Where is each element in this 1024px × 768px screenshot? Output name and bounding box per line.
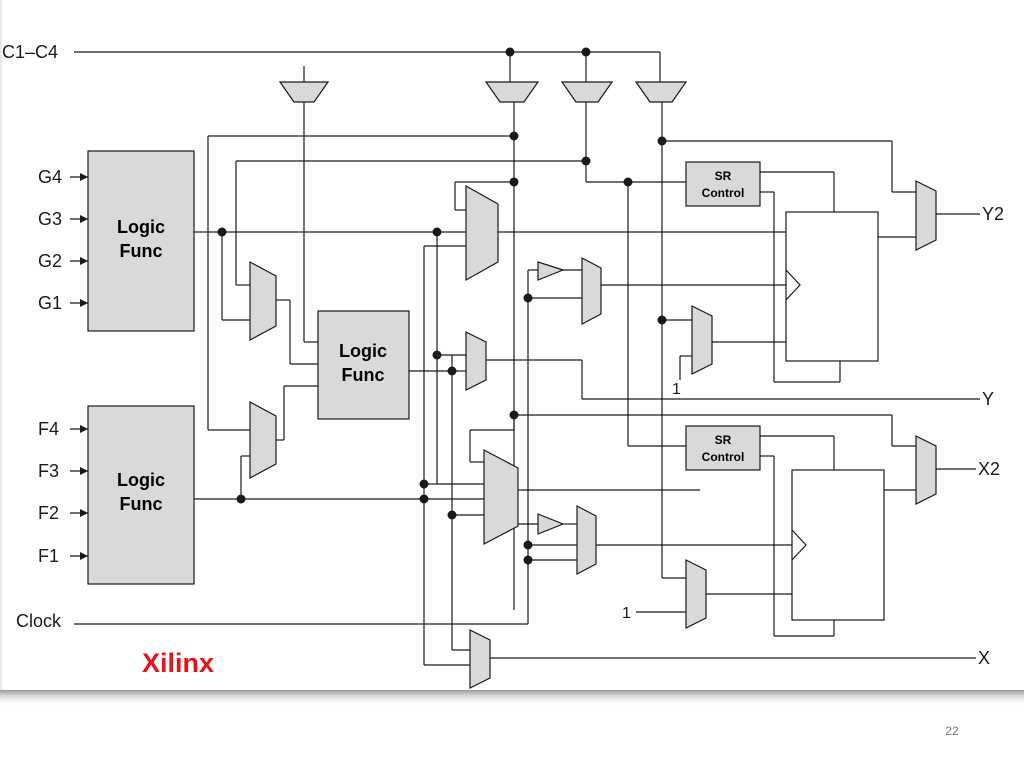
mux-f-small [249,400,277,480]
input-g1-label: G1 [38,293,62,313]
input-labels: C1–C4 G4 G3 G2 G1 F4 F3 F2 F1 Clock [2,42,62,631]
mux-y2 [915,180,937,251]
flip-flop-bottom [791,469,885,621]
clock-notch-top [785,269,801,301]
wires [70,51,980,666]
input-arrowheads [80,173,88,560]
mux-x [469,629,491,689]
logic-func-f-line2: Func [120,494,163,514]
brand-label: Xilinx [142,648,214,678]
buffers [537,261,565,535]
mux-mid [465,331,487,391]
sr-top-line1: SR [715,169,732,183]
mux-top-1 [278,81,330,103]
sr-bottom-line2: Control [702,450,745,464]
output-x2-label: X2 [978,459,1000,479]
input-clock-label: Clock [16,611,62,631]
input-f3-label: F3 [38,461,59,481]
junction-dots [217,47,667,565]
input-f4-label: F4 [38,419,59,439]
logic-func-g-line2: Func [120,241,163,261]
constant-one-top: 1 [672,381,681,398]
logic-func-g-block: Logic Func [87,150,195,332]
sr-bottom-line1: SR [715,433,732,447]
mux-g-small [249,260,277,342]
output-labels: Y2 Y X2 X [978,204,1004,668]
panel-shadow [0,690,1024,706]
logic-func-h-block: Logic Func [317,310,410,420]
constant-one-bottom: 1 [622,605,631,622]
mux-x2 [915,435,937,505]
input-g2-label: G2 [38,251,62,271]
mux-sr-bottom [685,559,707,629]
clock-notch-bottom [791,529,807,561]
output-x-label: X [978,648,990,668]
logic-func-h-line2: Func [342,365,385,385]
mux-big-top [465,184,499,282]
constant-labels: 1 1 [622,381,681,622]
mux-top-4 [634,81,688,103]
sr-control-bottom-block: SR Control [685,425,761,471]
slide-number: 22 [945,724,959,738]
buffer-top [537,261,565,281]
multiplexers [249,81,937,689]
logic-func-f-line1: Logic [117,470,165,490]
mux-big-bottom [483,449,519,545]
mux-sr-top [691,305,713,375]
input-g4-label: G4 [38,167,62,187]
input-f2-label: F2 [38,503,59,523]
mux-top-3 [560,81,614,103]
input-f1-label: F1 [38,546,59,566]
input-c-label: C1–C4 [2,42,58,62]
output-y-label: Y [982,389,994,409]
input-g3-label: G3 [38,209,62,229]
mux-top-2 [484,81,540,103]
flip-flop-top [785,211,879,362]
mux-d-bottom [576,505,597,575]
logic-func-f-block: Logic Func [87,405,195,585]
flip-flops [785,211,885,621]
sr-top-line2: Control [702,186,745,200]
sr-control-top-block: SR Control [685,161,761,207]
buffer-bottom [537,513,565,535]
output-y2-label: Y2 [982,204,1004,224]
logic-func-h-line1: Logic [339,341,387,361]
logic-func-g-line1: Logic [117,217,165,237]
mux-d-top [581,257,602,325]
